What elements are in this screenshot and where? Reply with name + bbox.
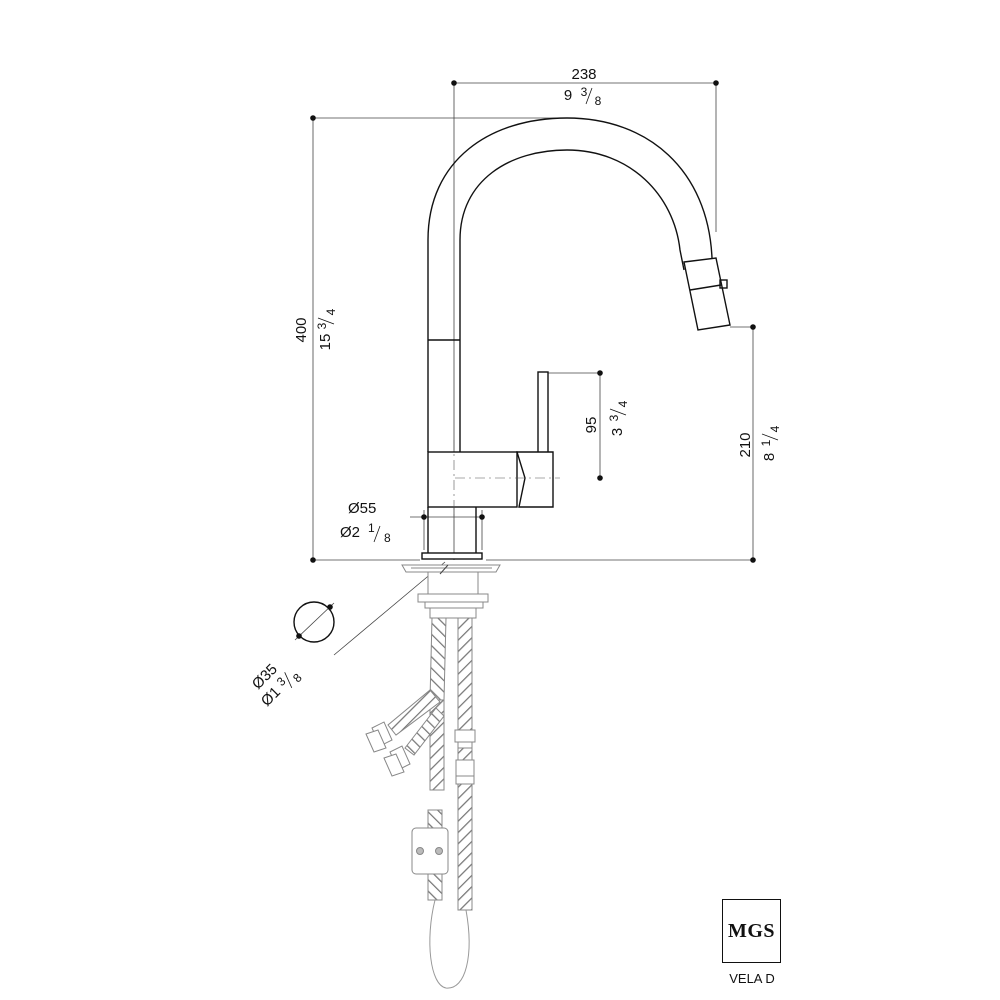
brand-logo: MGS bbox=[722, 899, 781, 963]
width-inch-den: 8 bbox=[595, 94, 602, 108]
base-diameter-inch-den: 8 bbox=[384, 531, 391, 545]
width-frac-bar bbox=[585, 87, 593, 105]
dimension-dots bbox=[296, 80, 756, 639]
base-diameter-frac-bar bbox=[373, 525, 381, 543]
base-diameter-mm-label: Ø55 bbox=[348, 500, 376, 517]
hole-diameter-inch-den: 8 bbox=[290, 670, 305, 685]
base-diameter-inch-num: 1 bbox=[368, 521, 375, 535]
dimension-lines bbox=[294, 82, 754, 656]
supply-hoses bbox=[365, 617, 476, 989]
mounting-hole-circle bbox=[293, 601, 335, 643]
height-mm-label: 400 bbox=[293, 317, 310, 342]
model-name: VELA D bbox=[729, 971, 775, 986]
spout-height-inch-num: 1 bbox=[759, 439, 773, 446]
width-inch-num: 3 bbox=[581, 85, 588, 99]
height-inch-den: 4 bbox=[324, 308, 338, 315]
handle-mm-label: 95 bbox=[583, 417, 600, 434]
mounting-hardware bbox=[401, 564, 501, 619]
handle-inch-num: 3 bbox=[607, 414, 621, 421]
handle-inch-whole: 3 bbox=[609, 428, 626, 436]
width-inch-whole: 9 bbox=[564, 87, 572, 104]
base-diameter-inch-whole: Ø2 bbox=[340, 524, 360, 541]
spout-height-mm-label: 210 bbox=[737, 432, 754, 457]
height-inch-whole: 15 bbox=[317, 334, 334, 351]
brand-logo-text: MGS bbox=[727, 919, 776, 942]
handle-inch-den: 4 bbox=[616, 400, 630, 407]
width-mm-label: 238 bbox=[571, 66, 596, 83]
spout-height-inch-den: 4 bbox=[768, 425, 782, 432]
center-lines bbox=[453, 440, 560, 530]
spout-height-inch-whole: 8 bbox=[761, 453, 778, 461]
faucet-body bbox=[421, 117, 731, 560]
height-inch-num: 3 bbox=[315, 322, 329, 329]
